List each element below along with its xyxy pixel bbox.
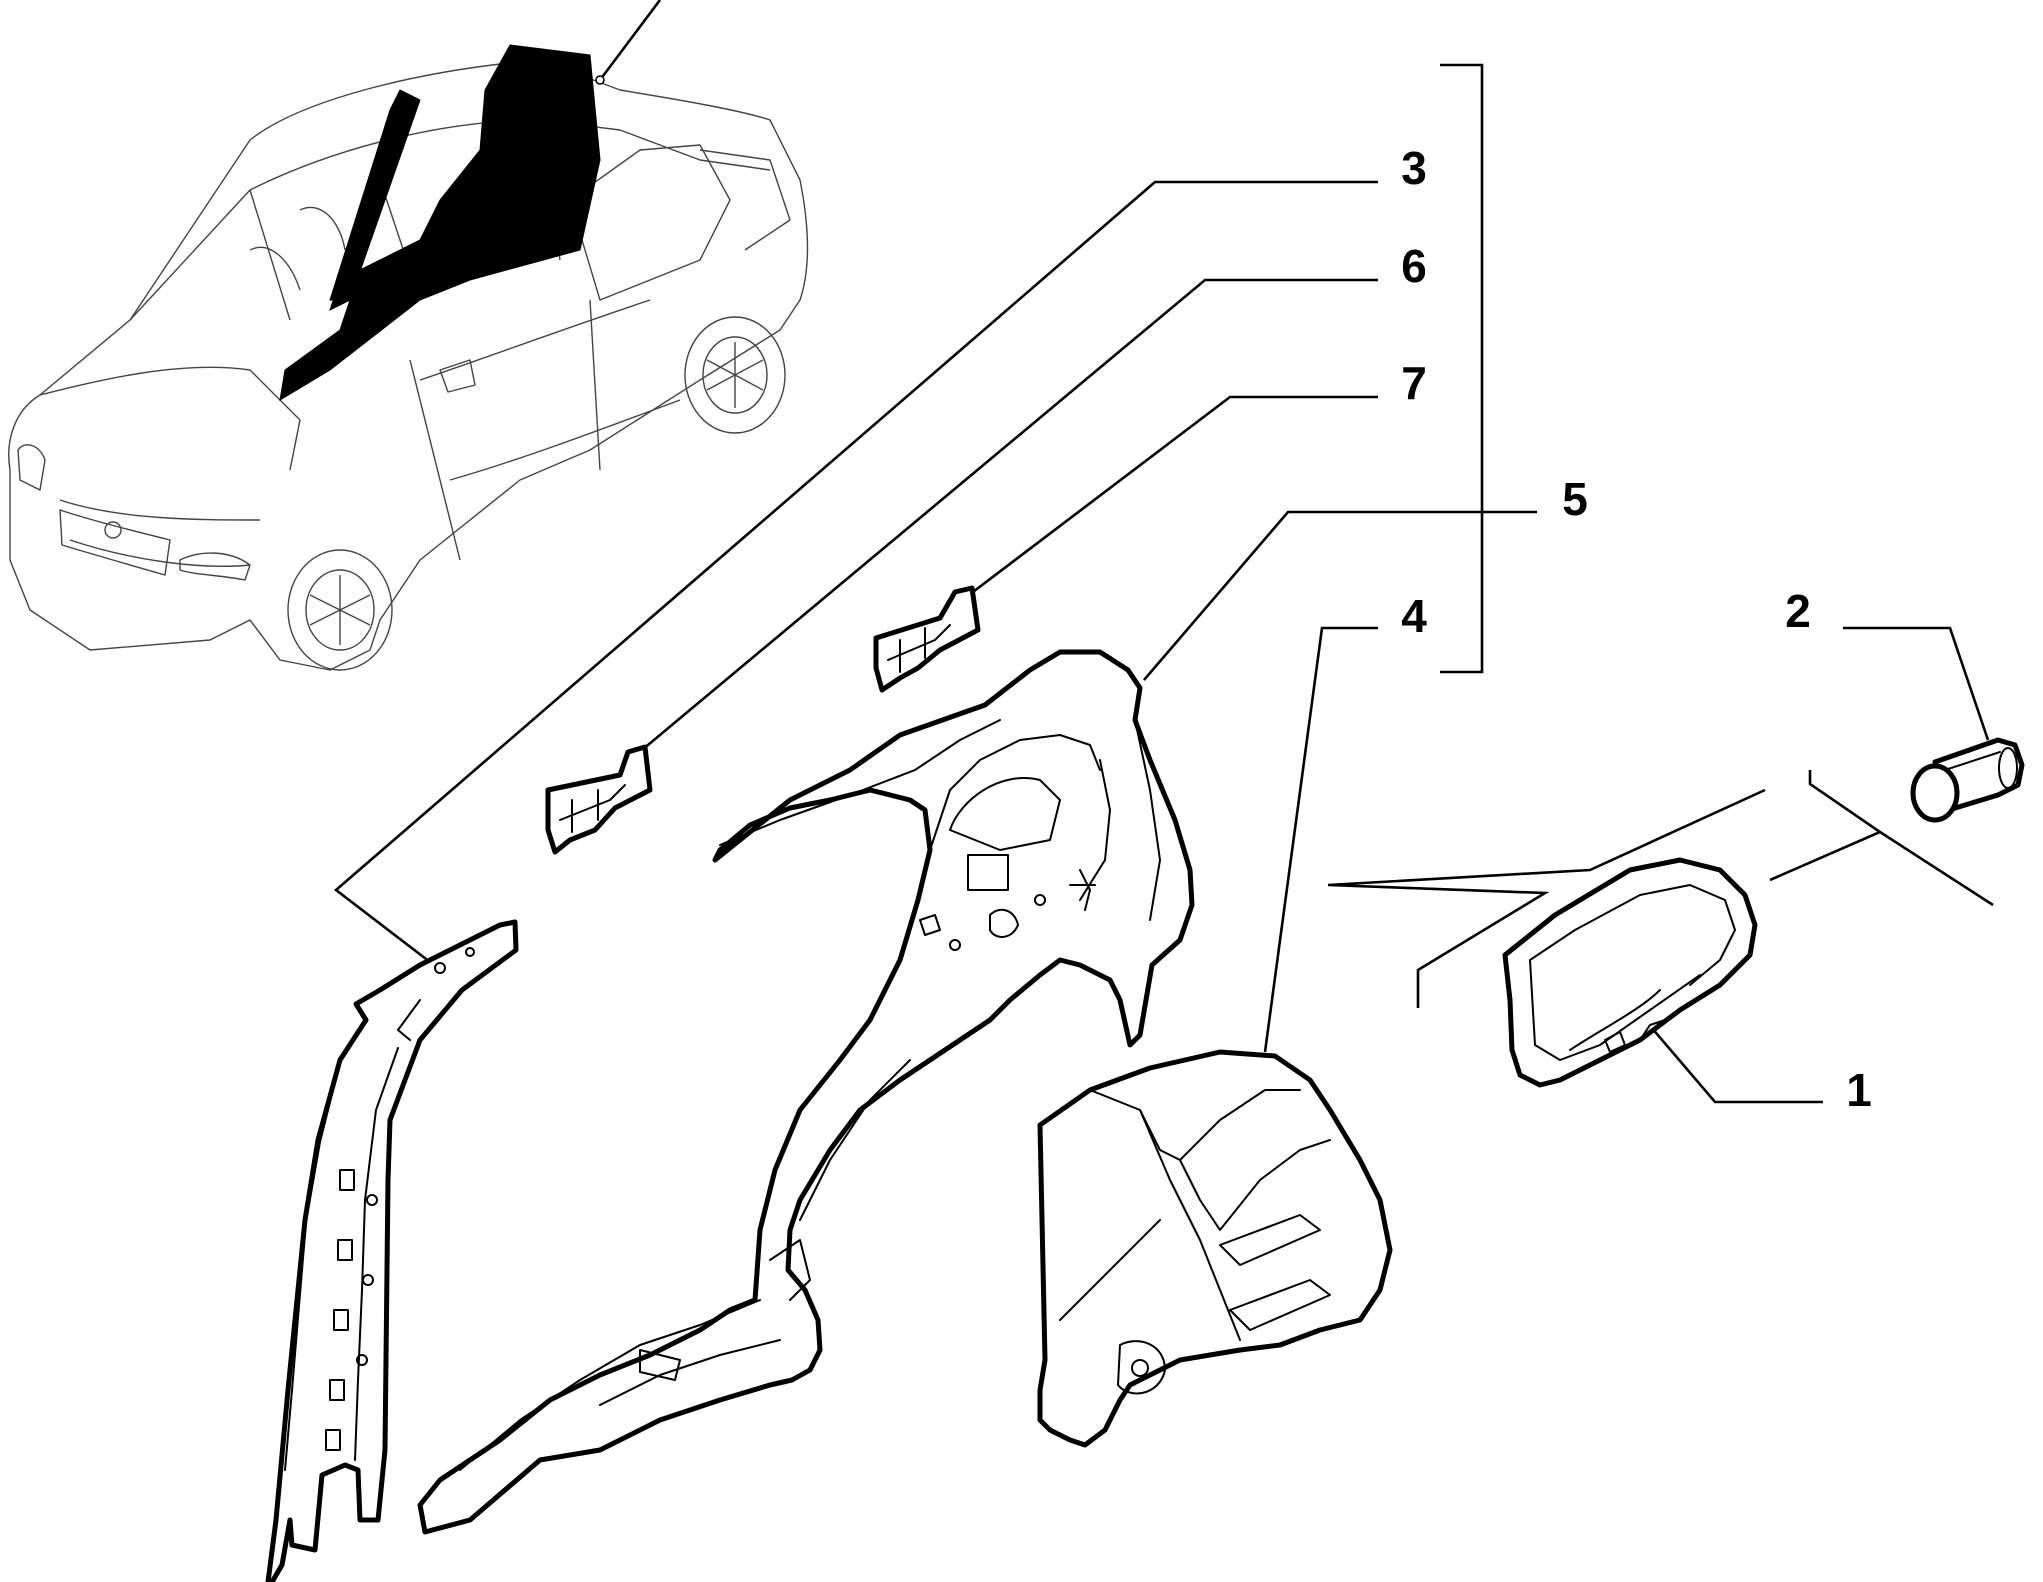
- ref-label-7: 7: [1401, 357, 1427, 409]
- part-2-plug: [1910, 737, 2025, 823]
- ref-label-1: 1: [1846, 1064, 1872, 1116]
- leader-lines: [333, 63, 1990, 1104]
- ref-label-3: 3: [1401, 142, 1427, 194]
- reference-numerals: 3 6 7 5 4 2 1: [1401, 142, 1872, 1116]
- vehicle-locator-illustration: [8, 0, 809, 671]
- part-6-bracket: [545, 744, 653, 855]
- ref-label-6: 6: [1401, 240, 1427, 292]
- ref-label-2: 2: [1785, 585, 1811, 637]
- part-5-inner-side-panel: [417, 649, 1195, 1535]
- part-3-pillar-reinforcement: [265, 919, 519, 1582]
- part-1-fuel-filler-housing: [1327, 770, 1994, 1088]
- part-4-wheelhouse: [1037, 1049, 1393, 1448]
- part-7-bracket: [873, 585, 981, 693]
- ref-label-4: 4: [1401, 590, 1427, 642]
- ref-label-5: 5: [1562, 473, 1588, 525]
